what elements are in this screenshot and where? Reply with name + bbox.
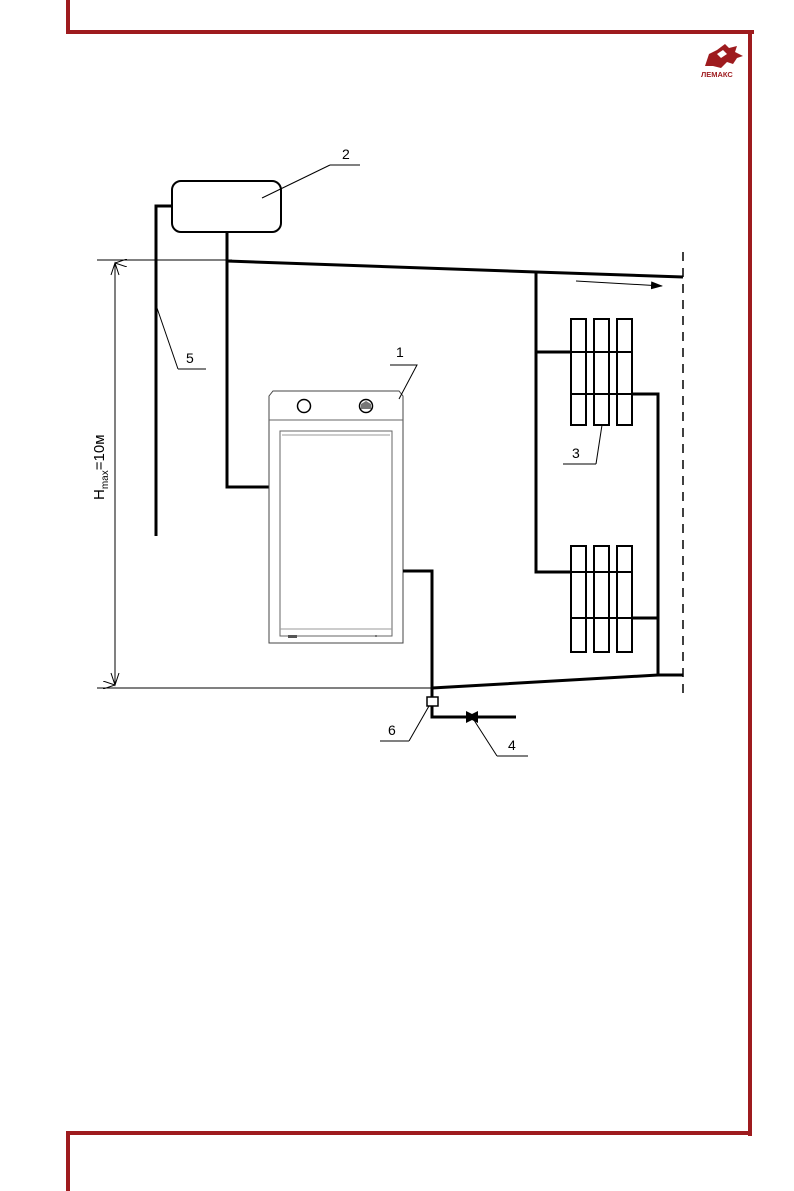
label-6: 6 <box>388 722 396 738</box>
label-2: 2 <box>342 146 350 162</box>
label-1: 1 <box>396 344 404 360</box>
expansion-tank <box>172 181 281 232</box>
return-riser <box>632 394 658 675</box>
boiler-return-pipe <box>403 571 432 697</box>
boiler-thermometer-gauge <box>298 400 311 413</box>
supply-main-pipe <box>227 261 683 277</box>
supply-riser <box>536 272 571 572</box>
label-5: 5 <box>186 350 194 366</box>
lower-radiator <box>571 546 632 652</box>
label-4: 4 <box>508 737 516 753</box>
label-4-leader <box>472 717 497 756</box>
upper-radiator <box>571 319 632 425</box>
label-5-leader <box>157 308 178 369</box>
height-value: =10м <box>91 434 108 470</box>
expansion-pipe <box>156 206 172 536</box>
height-subscript: max <box>100 470 111 489</box>
svg-text:Hmax=10м: Hmax=10м <box>91 434 111 500</box>
flow-direction-arrow <box>576 281 662 286</box>
fitting-to-valve-pipe <box>432 706 470 717</box>
label-3: 3 <box>572 445 580 461</box>
return-main-pipe <box>432 675 683 688</box>
label-3-leader <box>596 425 602 464</box>
tank-to-boiler-pipe <box>227 232 269 487</box>
height-symbol: H <box>91 489 108 500</box>
fitting <box>427 697 438 706</box>
label-6-leader <box>409 706 429 741</box>
boiler <box>269 391 403 643</box>
height-label: Hmax=10м <box>91 434 111 500</box>
